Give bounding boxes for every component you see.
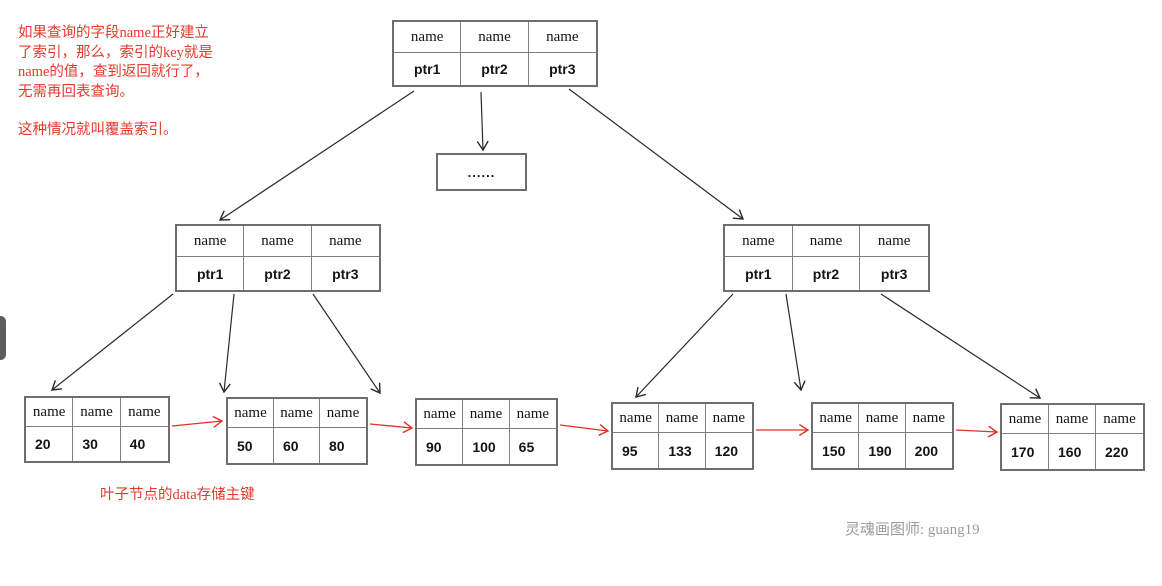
value-cell: 160 <box>1049 434 1096 469</box>
value-cell: 170 <box>1002 434 1049 469</box>
value-cell: 95 <box>613 433 660 468</box>
value-cell: 65 <box>518 438 535 455</box>
value-cell: 80 <box>329 437 345 454</box>
drawer-handle[interactable] <box>0 316 6 360</box>
leaf-node-6: name name name 170 160 220 <box>1000 403 1145 471</box>
leaf-data-note: 叶子节点的data存储主键 <box>100 487 255 503</box>
key-cell: name <box>26 398 74 427</box>
covering-index-conclusion: 这种情况就叫覆盖索引。 <box>18 122 178 138</box>
value-cell: 133 <box>659 433 706 468</box>
value-cell: 200 <box>914 442 939 459</box>
key-cell: name <box>613 404 660 433</box>
key-cell: name <box>860 226 928 257</box>
pointer-cell: ptr1 <box>177 257 245 290</box>
pointer-cell: ptr2 <box>244 257 312 290</box>
covering-index-note: 如果查询的字段name正好建立 了索引，那么，索引的key就是 name的值，查… <box>18 24 213 102</box>
pointer-cell: ptr3 <box>880 265 908 282</box>
key-cell: name <box>528 22 596 53</box>
value-cell: 190 <box>859 433 906 468</box>
key-cell: name <box>1002 405 1049 434</box>
key-cell: name <box>320 399 366 428</box>
note-line: 无需再回表查询。 <box>18 83 134 100</box>
value-cell: 100 <box>463 429 510 464</box>
pointer-cell: ptr3 <box>549 61 576 77</box>
key-cell: name <box>509 400 556 429</box>
note-line: name的值，查到返回就行了， <box>18 64 209 80</box>
value-cell: 90 <box>417 429 464 464</box>
key-cell: name <box>274 399 320 428</box>
key-cell: name <box>461 22 529 53</box>
key-cell: name <box>725 226 793 257</box>
key-cell: name <box>311 226 379 257</box>
key-cell: name <box>394 22 462 53</box>
pointer-cell: ptr2 <box>793 257 861 290</box>
key-cell: name <box>1096 405 1143 434</box>
leaf-node-4: name name name 95 133 120 <box>611 402 754 470</box>
root-node: name name name ptr1 ptr2 ptr3 <box>392 20 598 87</box>
key-cell: name <box>244 226 312 257</box>
key-cell: name <box>1049 405 1096 434</box>
key-cell: name <box>792 226 861 257</box>
key-cell: name <box>859 404 906 433</box>
signature: 灵魂画图师: guang19 <box>845 522 980 538</box>
value-cell: 30 <box>73 427 121 461</box>
internal-node-right: name name name ptr1 ptr2 ptr3 <box>723 224 930 292</box>
leaf-node-2: name name name 50 60 80 <box>226 397 368 465</box>
value-cell: 50 <box>228 428 274 463</box>
key-cell: name <box>905 404 952 433</box>
pointer-cell: ptr3 <box>332 265 359 282</box>
note-line: 了索引，那么，索引的key就是 <box>18 44 213 61</box>
key-cell: name <box>177 226 245 257</box>
value-cell: 150 <box>813 433 860 468</box>
note-line: 如果查询的字段name正好建立 <box>18 25 209 41</box>
pointer-cell: ptr1 <box>394 53 462 85</box>
key-cell: name <box>463 400 510 429</box>
key-cell: name <box>228 399 274 428</box>
key-cell: name <box>120 398 168 427</box>
value-cell: 20 <box>26 427 74 461</box>
leaf-node-3: name name name 90 100 65 <box>415 398 558 466</box>
leaf-node-5: name name name 150 190 200 <box>811 402 954 470</box>
key-cell: name <box>417 400 464 429</box>
value-cell: 60 <box>274 428 320 463</box>
pointer-cell: ptr1 <box>725 257 793 290</box>
leaf-node-1: name name name 20 30 40 <box>24 396 170 463</box>
internal-node-left: name name name ptr1 ptr2 ptr3 <box>175 224 381 292</box>
ellipsis-node: ...... <box>436 153 527 191</box>
key-cell: name <box>659 404 706 433</box>
key-cell: name <box>813 404 860 433</box>
value-cell: 120 <box>714 442 739 459</box>
key-cell: name <box>73 398 121 427</box>
key-cell: name <box>705 404 752 433</box>
value-cell: 40 <box>129 436 146 452</box>
pointer-cell: ptr2 <box>461 53 529 85</box>
value-cell: 220 <box>1105 443 1129 460</box>
